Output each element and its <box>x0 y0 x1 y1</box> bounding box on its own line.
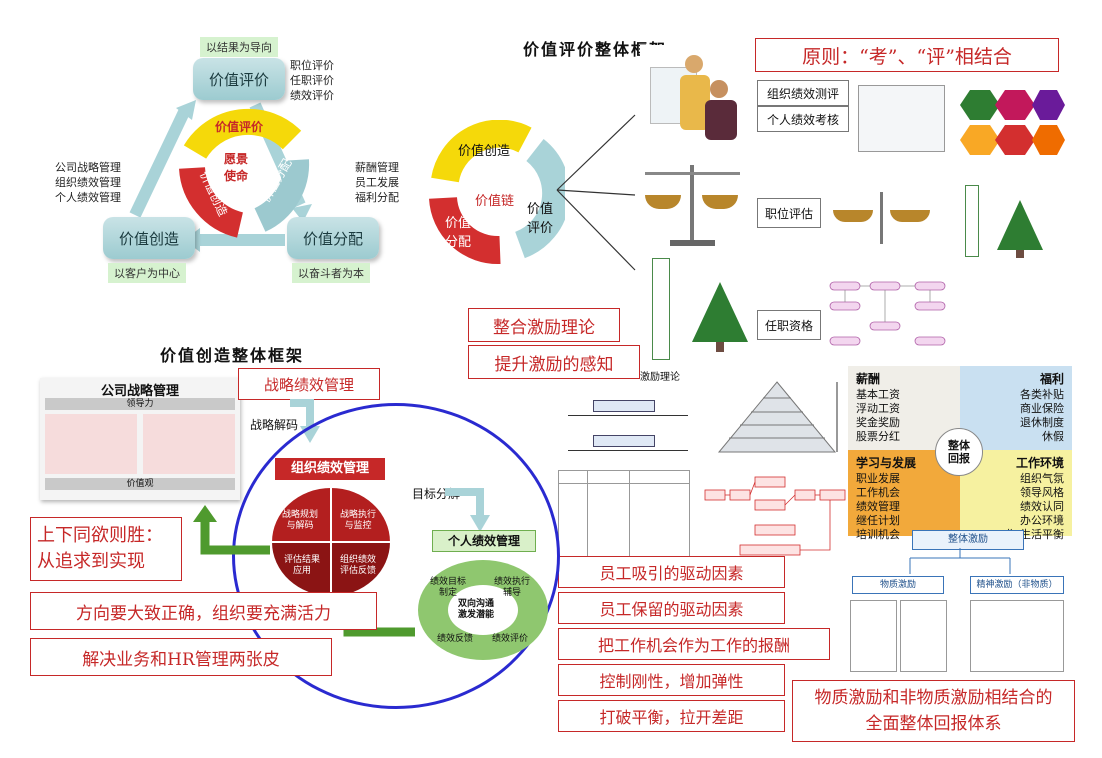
list-distribute-items: 薪酬管理 员工发展 福利分配 <box>355 161 399 204</box>
driver-opportunity: 把工作机会作为工作的报酬 <box>558 628 830 660</box>
personal-step-2: 绩效执行 辅导 <box>494 577 531 598</box>
scale-thumb <box>828 190 938 250</box>
list-evaluate-items: 职位评价 任职评价 绩效评价 <box>290 59 334 102</box>
qualification-chip: 任职资格 <box>757 310 821 340</box>
tag-result-oriented: 以结果为导向 <box>200 37 278 57</box>
personal-step-1: 绩效目标 制定 <box>430 577 467 598</box>
reward-q4-title: 工作环境 <box>1015 456 1064 470</box>
cycle-center-mission: 愿景 使命 <box>224 152 249 183</box>
cycle-label-chain: 价值链 <box>475 194 515 209</box>
reward-q1-items: 基本工资 浮动工资 奖金奖励 股票分红 <box>856 388 900 443</box>
strategy-panel-title: 公司战略管理 <box>100 384 179 399</box>
material-note-1 <box>850 600 897 672</box>
personal-step-3: 绩效反馈 <box>437 634 474 644</box>
spiritual-note <box>970 600 1064 672</box>
two-factor-diagram <box>558 390 698 465</box>
list-create-items: 公司战略管理 组织绩效管理 个人绩效管理 <box>55 161 121 204</box>
slogan-two-skins: 解决业务和HR管理两张皮 <box>30 638 332 676</box>
tag-customer-centric: 以客户为中心 <box>108 263 186 283</box>
node-create: 价值创造 <box>103 217 195 259</box>
presenter-thumb <box>858 85 945 152</box>
qualification-flow <box>829 281 946 346</box>
integrate-theory-box: 整合激励理论 <box>468 308 620 342</box>
green-arrow-left <box>193 505 270 555</box>
incentive-tree-lines <box>909 548 1011 574</box>
strategy-decode-label: 战略解码 <box>250 418 299 432</box>
ruler-image <box>652 258 670 360</box>
driver-retain: 员工保留的驱动因素 <box>558 592 785 624</box>
org-quad-3: 评估结果 应用 <box>284 555 321 576</box>
values-bar: 价值观 <box>45 478 235 490</box>
cycle-label-evaluate: 价值 评价 <box>527 202 554 236</box>
leadership-bar: 领导力 <box>45 398 235 410</box>
balance-scale-image <box>640 160 745 250</box>
theory-table <box>558 470 690 560</box>
theory-title: 激励理论 <box>640 372 680 383</box>
create-framework-title: 价值创造整体框架 <box>160 346 305 365</box>
strategy-right-block <box>143 414 235 474</box>
presenter-image <box>640 45 745 145</box>
personal-center: 双向沟通 激发潜能 <box>458 599 495 620</box>
reward-q1-title: 薪酬 <box>856 372 881 386</box>
personal-step-4: 绩效评价 <box>492 634 529 644</box>
personal-perf-chip: 个人绩效考核 <box>757 106 849 132</box>
reward-center: 整体 回报 <box>935 428 983 476</box>
personal-perf-ring <box>418 560 548 660</box>
reward-q2-items: 各类补贴 商业保险 退休制度 休假 <box>1020 388 1064 443</box>
tag-striver-oriented: 以奋斗者为本 <box>292 263 370 283</box>
strategy-panel: 公司战略管理 领导力 价值观 <box>40 378 240 500</box>
maslow-pyramid <box>717 381 838 453</box>
tree-thumb <box>997 200 1043 258</box>
value-cycle-arrows <box>129 100 312 252</box>
node-distribute: 价值分配 <box>287 217 379 259</box>
cycle-label-distribute: 价值 分配 <box>445 216 472 250</box>
hexagon-cluster <box>960 90 1065 155</box>
cycle-label-create: 价值创造 <box>458 144 511 159</box>
arc-label-evaluate: 价值评价 <box>215 120 264 134</box>
reward-q3-title: 学习与发展 <box>856 456 917 470</box>
org-quad-2: 战略执行 与监控 <box>340 510 377 531</box>
strategy-left-block <box>45 414 137 474</box>
org-quad-1: 战略规划 与解码 <box>282 510 319 531</box>
material-note-2 <box>900 600 947 672</box>
driver-gap: 打破平衡，拉开差距 <box>558 700 785 732</box>
expectancy-model <box>704 476 846 556</box>
job-eval-chip: 职位评估 <box>757 198 821 228</box>
org-quad-4: 组织绩效 评估反馈 <box>340 555 377 576</box>
reward-q4: 工作环境 组织气氛 领导风格 绩效认同 办公环境 工作/生活平衡 <box>960 450 1072 541</box>
principle-box: 原则：“考”、“评”相结合 <box>755 38 1059 72</box>
node-evaluate: 价值评价 <box>193 58 285 100</box>
driver-flexibility: 控制刚性，增加弹性 <box>558 664 785 696</box>
driver-attract: 员工吸引的驱动因素 <box>558 556 785 588</box>
slogan-one-heart: 上下同欲则胜： 从追求到实现 <box>30 517 182 581</box>
org-perf-title: 组织绩效管理 <box>275 458 385 480</box>
slogan-direction: 方向要大致正确，组织要充满活力 <box>30 592 377 630</box>
reward-q2: 福利 各类补贴 商业保险 退休制度 休假 <box>960 366 1072 450</box>
org-perf-quadrants <box>272 488 390 596</box>
value-chain-cycle <box>429 120 565 265</box>
reward-q2-title: 福利 <box>1039 372 1064 386</box>
personal-perf-title: 个人绩效管理 <box>432 530 536 552</box>
spiritual-incentive: 精神激励（非物质） <box>970 576 1064 594</box>
decompose-arrow <box>445 488 490 532</box>
ruler-thumb <box>965 185 979 257</box>
eval-framework-title: 价值评价整体框架 <box>523 40 668 59</box>
perception-box: 提升激励的感知 <box>468 345 640 379</box>
fan-arrows <box>556 114 636 271</box>
org-perf-eval-chip: 组织绩效测评 <box>757 80 849 106</box>
strategic-perf-box: 战略绩效管理 <box>238 368 380 400</box>
summary-box: 物质激励和非物质激励相结合的全面整体回报体系 <box>792 680 1075 742</box>
overall-incentive: 整体激励 <box>912 530 1024 550</box>
focus-circle <box>232 403 560 709</box>
reward-q3-items: 职业发展 工作机会 绩效管理 继任计划 培训机会 <box>856 472 900 541</box>
material-incentive: 物质激励 <box>852 576 944 594</box>
tree-image <box>692 282 748 352</box>
